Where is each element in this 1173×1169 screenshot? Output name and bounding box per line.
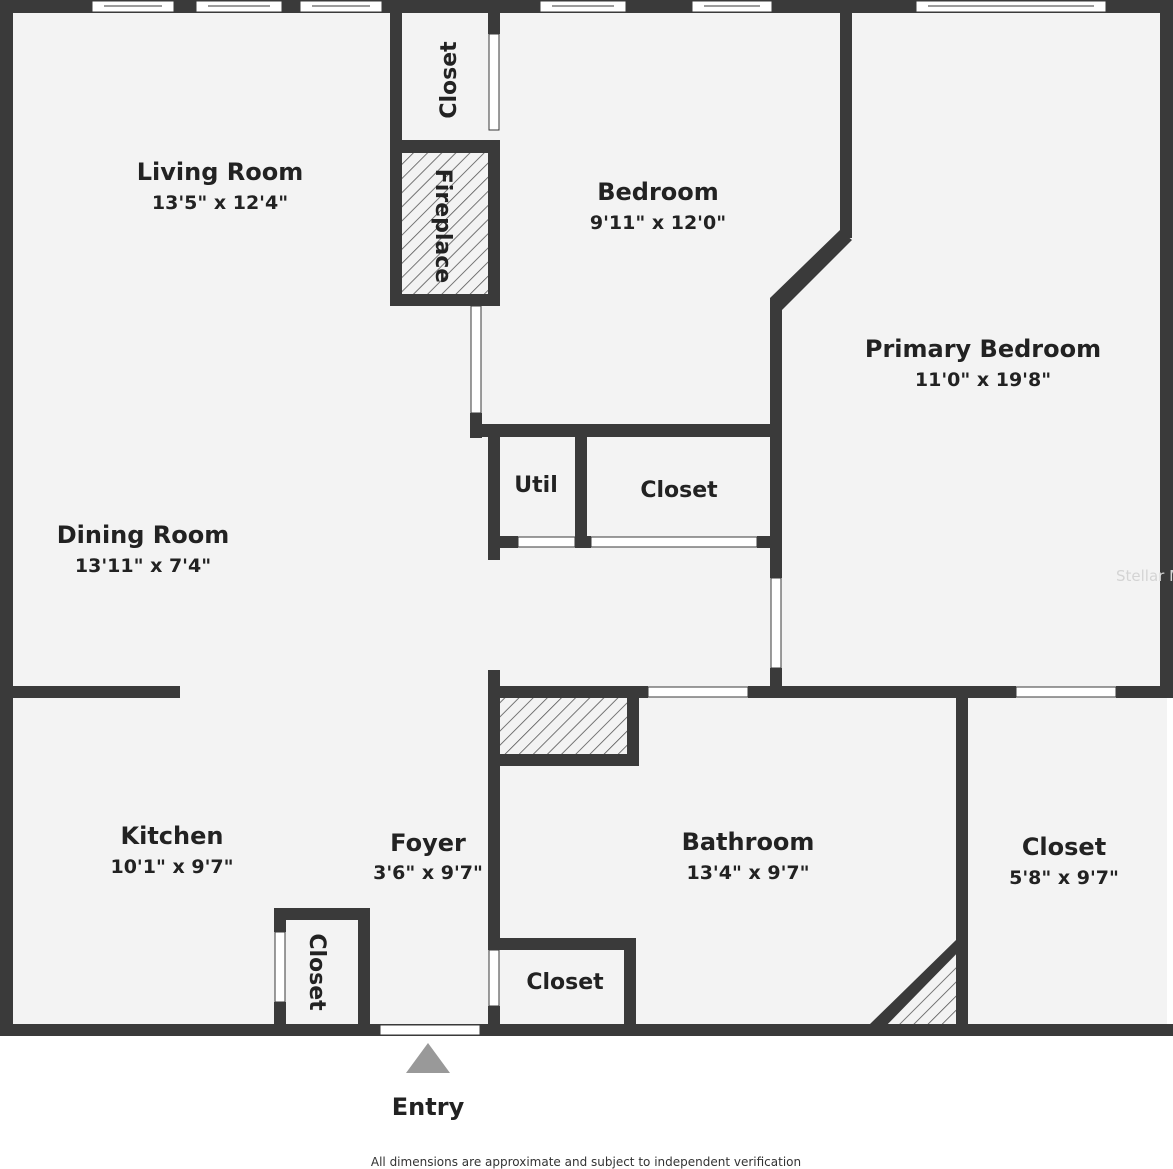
right-closet-name: Closet [1022, 833, 1106, 861]
top-closet-label: Closet [437, 41, 462, 119]
bath-closet-label: Closet [526, 970, 604, 995]
entry-arrow-icon [406, 1043, 450, 1073]
walls [0, 0, 1173, 1036]
foyer-name: Foyer [390, 829, 466, 857]
bathroom-dims: 13'4" x 9'7" [686, 862, 809, 884]
bathroom-name: Bathroom [682, 828, 815, 856]
util-label: Util [514, 473, 557, 498]
kitchen-name: Kitchen [121, 822, 224, 850]
entry-label: Entry [392, 1093, 465, 1121]
dining-room-dims: 13'11" x 7'4" [75, 555, 211, 577]
fireplace-label: Fireplace [430, 169, 455, 283]
disclaimer-text: All dimensions are approximate and subje… [371, 1155, 801, 1169]
primary-bedroom-name: Primary Bedroom [865, 335, 1101, 363]
right-closet-dims: 5'8" x 9'7" [1009, 867, 1119, 889]
kitchen-dims: 10'1" x 9'7" [110, 856, 233, 878]
fireplace-hatch [402, 153, 488, 295]
primary-bedroom-dims: 11'0" x 19'8" [915, 369, 1051, 391]
bedroom-name: Bedroom [597, 178, 719, 206]
bedroom-dims: 9'11" x 12'0" [590, 212, 726, 234]
mid-closet-label: Closet [640, 478, 718, 503]
dining-room-name: Dining Room [57, 521, 230, 549]
living-room-dims: 13'5" x 12'4" [152, 192, 288, 214]
kitchen-closet-label: Closet [304, 933, 329, 1011]
watermark-text: Stellar M [1116, 567, 1173, 585]
living-room-name: Living Room [137, 158, 303, 186]
doors [274, 33, 782, 1036]
bath-hatch [500, 698, 627, 756]
foyer-dims: 3'6" x 9'7" [373, 862, 483, 884]
